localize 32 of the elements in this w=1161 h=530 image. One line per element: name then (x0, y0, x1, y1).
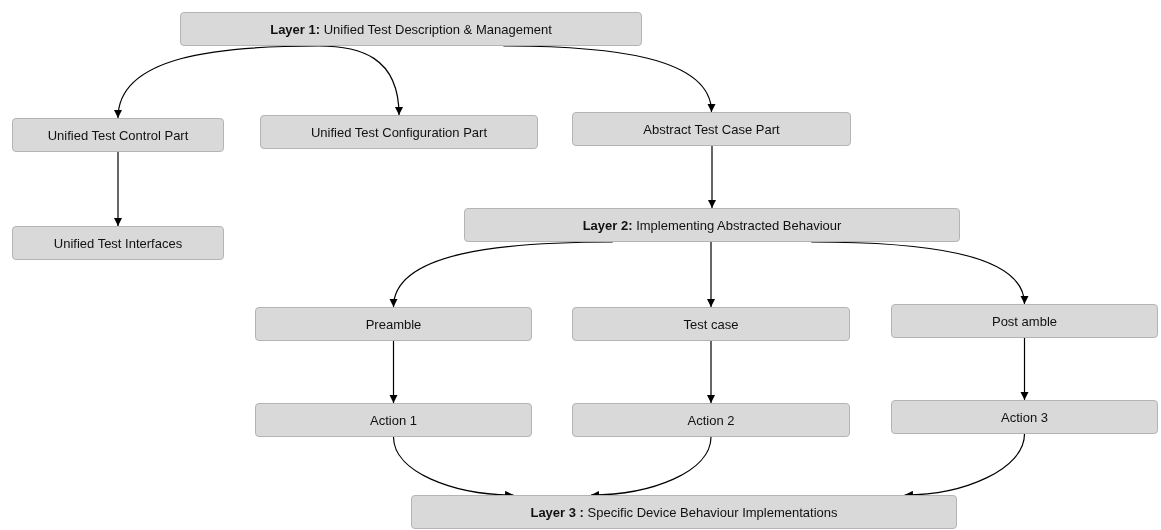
box-label: Layer 1: Unified Test Description & Management (270, 21, 552, 37)
box-label: Test case (683, 316, 739, 332)
box-label: Abstract Test Case Part (643, 121, 780, 137)
box-label: Preamble (365, 316, 422, 332)
process-box (891, 400, 1158, 434)
arrow (707, 145, 717, 209)
process-box (180, 12, 642, 46)
box-label: Action 3 (1001, 409, 1048, 425)
process-box (891, 304, 1158, 338)
arrow (1020, 337, 1029, 401)
process-box (464, 208, 960, 242)
process-box (255, 307, 532, 341)
box-label: Layer 2: Implementing Abstracted Behaviour (582, 217, 842, 233)
arrow (113, 151, 123, 227)
process-box (12, 118, 224, 152)
process-box (572, 307, 850, 341)
box-label: Post amble (991, 313, 1057, 329)
process-box (572, 403, 850, 437)
box-label: Action 1 (370, 412, 417, 428)
box-label: Unified Test Control Part (47, 127, 189, 143)
process-box (260, 115, 538, 149)
box-label: Layer 3 : Specific Device Behaviour Implementations (530, 504, 838, 520)
box-label: Unified Test Interfaces (53, 235, 183, 251)
arrow (706, 241, 716, 308)
process-box (12, 226, 224, 260)
box-label: Action 2 (687, 412, 735, 428)
arrow (706, 340, 716, 404)
process-box (572, 112, 851, 146)
box-label: Unified Test Configuration Part (310, 124, 488, 140)
process-box (255, 403, 532, 437)
process-box (411, 495, 957, 529)
arrow (389, 340, 398, 404)
